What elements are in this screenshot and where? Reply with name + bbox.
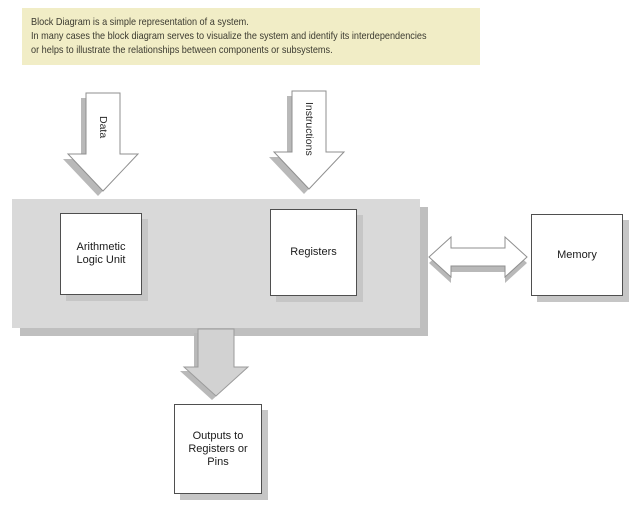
registers-box-label: Registers xyxy=(290,246,337,258)
alu-box: Arithmetic Logic Unit xyxy=(60,213,142,295)
registers-box: Registers xyxy=(270,209,357,296)
data-down-arrow-icon xyxy=(63,92,140,196)
memory-bidirectional-arrow-icon xyxy=(428,235,528,283)
instructions-arrow-body xyxy=(272,90,346,190)
instructions-down-arrow-icon xyxy=(269,90,346,194)
note-line-1: Block Diagram is a simple representation… xyxy=(31,16,249,28)
output-down-arrow-icon xyxy=(180,328,250,400)
note-line-2: In many cases the block diagram serves t… xyxy=(31,30,427,42)
output-arrow-body xyxy=(182,328,250,397)
description-note: Block Diagram is a simple representation… xyxy=(22,8,480,65)
outputs-box-label: Outputs to Registers or Pins xyxy=(188,429,248,468)
note-line-3: or helps to illustrate the relationships… xyxy=(31,44,333,56)
description-note-text: Block Diagram is a simple representation… xyxy=(31,15,427,57)
memory-arrow-body xyxy=(428,235,528,279)
data-arrow-body xyxy=(66,92,140,192)
memory-box: Memory xyxy=(531,214,623,296)
alu-box-label: Arithmetic Logic Unit xyxy=(76,241,126,266)
data-arrow-label: Data xyxy=(97,115,109,139)
outputs-box: Outputs to Registers or Pins xyxy=(174,404,262,494)
instructions-arrow-label: Instructions xyxy=(303,102,315,156)
memory-box-label: Memory xyxy=(557,248,597,261)
